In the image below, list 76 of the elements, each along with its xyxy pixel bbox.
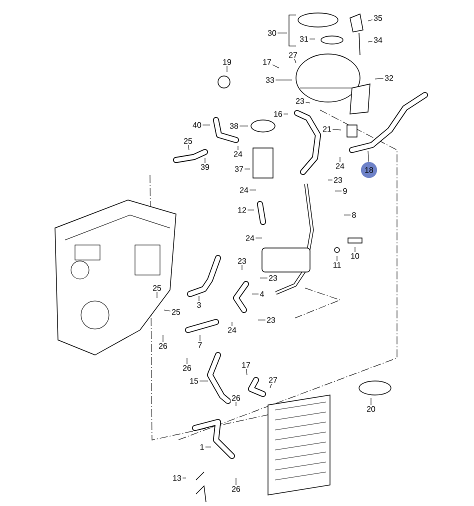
callout-number: 4 [258,290,266,298]
callout-number: 33 [264,76,276,84]
leader-line [226,66,228,72]
leader-line [198,296,200,302]
callout-number: 24 [244,234,256,242]
callout-number: 27 [288,51,298,59]
callout-number: 25 [152,284,162,292]
leader-line [199,380,208,382]
callout-number: 24 [238,186,250,194]
leader-line [202,124,210,126]
callout-number: 24 [334,162,346,170]
callout-number: 23 [294,97,306,105]
leader-line [368,19,373,22]
leader-line [156,292,158,298]
callout-number: 30 [266,29,278,37]
leader-line [374,78,384,80]
leader-line [368,150,369,162]
callout-number: 26 [230,485,242,493]
callout-number: 17 [240,361,252,369]
callout-number: 23 [268,274,278,282]
callout-number: 9 [342,187,348,195]
leader-line [309,38,316,40]
callout-number: 3 [196,301,202,309]
leader-line [294,58,296,64]
callout-number: 17 [262,58,272,66]
callout-number: 10 [350,252,360,260]
leader-line [370,398,372,406]
callout-number: 1 [198,443,206,451]
callout-number: 27 [268,376,278,384]
leader-line [164,310,171,312]
leader-line [354,246,356,252]
callout-number: 13 [172,474,182,482]
callout-number: 15 [188,377,200,385]
callout-number: 32 [384,74,394,82]
leader-line [186,358,188,364]
callout-number: 23 [236,257,248,265]
leader-line [368,40,373,42]
leader-line [244,168,250,170]
callout-number: 34 [372,36,384,44]
callout-number: 26 [182,364,192,372]
callout-number: 16 [272,110,284,118]
callout-number: 40 [192,121,202,129]
leader-line [272,64,280,68]
leader-line [277,32,288,34]
callout-number: 26 [158,342,168,350]
leader-line [246,368,248,376]
leader-line [162,334,164,342]
callout-number: 23 [266,316,276,324]
callout-number: 24 [226,326,238,334]
callout-number: 26 [230,394,242,402]
leader-line [270,384,272,388]
callout-number: 7 [196,341,204,349]
callout-number: 8 [350,211,358,219]
callout-number: 39 [200,163,210,171]
leader-line [205,446,212,448]
callout-number: 11 [332,261,342,269]
callout-number: 25 [182,137,194,145]
leader-line [334,190,342,192]
callout-number: 12 [236,206,248,214]
callout-number: 24 [232,150,244,158]
callout-number: 37 [234,165,244,173]
callout-number: 38 [228,122,240,130]
callout-number: 35 [372,14,384,22]
leader-line [332,129,342,130]
callout-number: 23 [332,176,344,184]
callout-number: 19 [222,58,232,66]
leader-line [344,214,351,216]
callout-number: 25 [170,308,182,316]
leader-line [188,144,190,150]
leader-line [204,158,206,164]
callout-number: 21 [322,125,332,133]
leader-line [336,256,338,262]
leader-line [305,102,310,104]
callout-number: 20 [366,405,376,413]
callout-number: 31 [298,35,310,43]
highlighted-callout-number: 18 [360,162,378,178]
